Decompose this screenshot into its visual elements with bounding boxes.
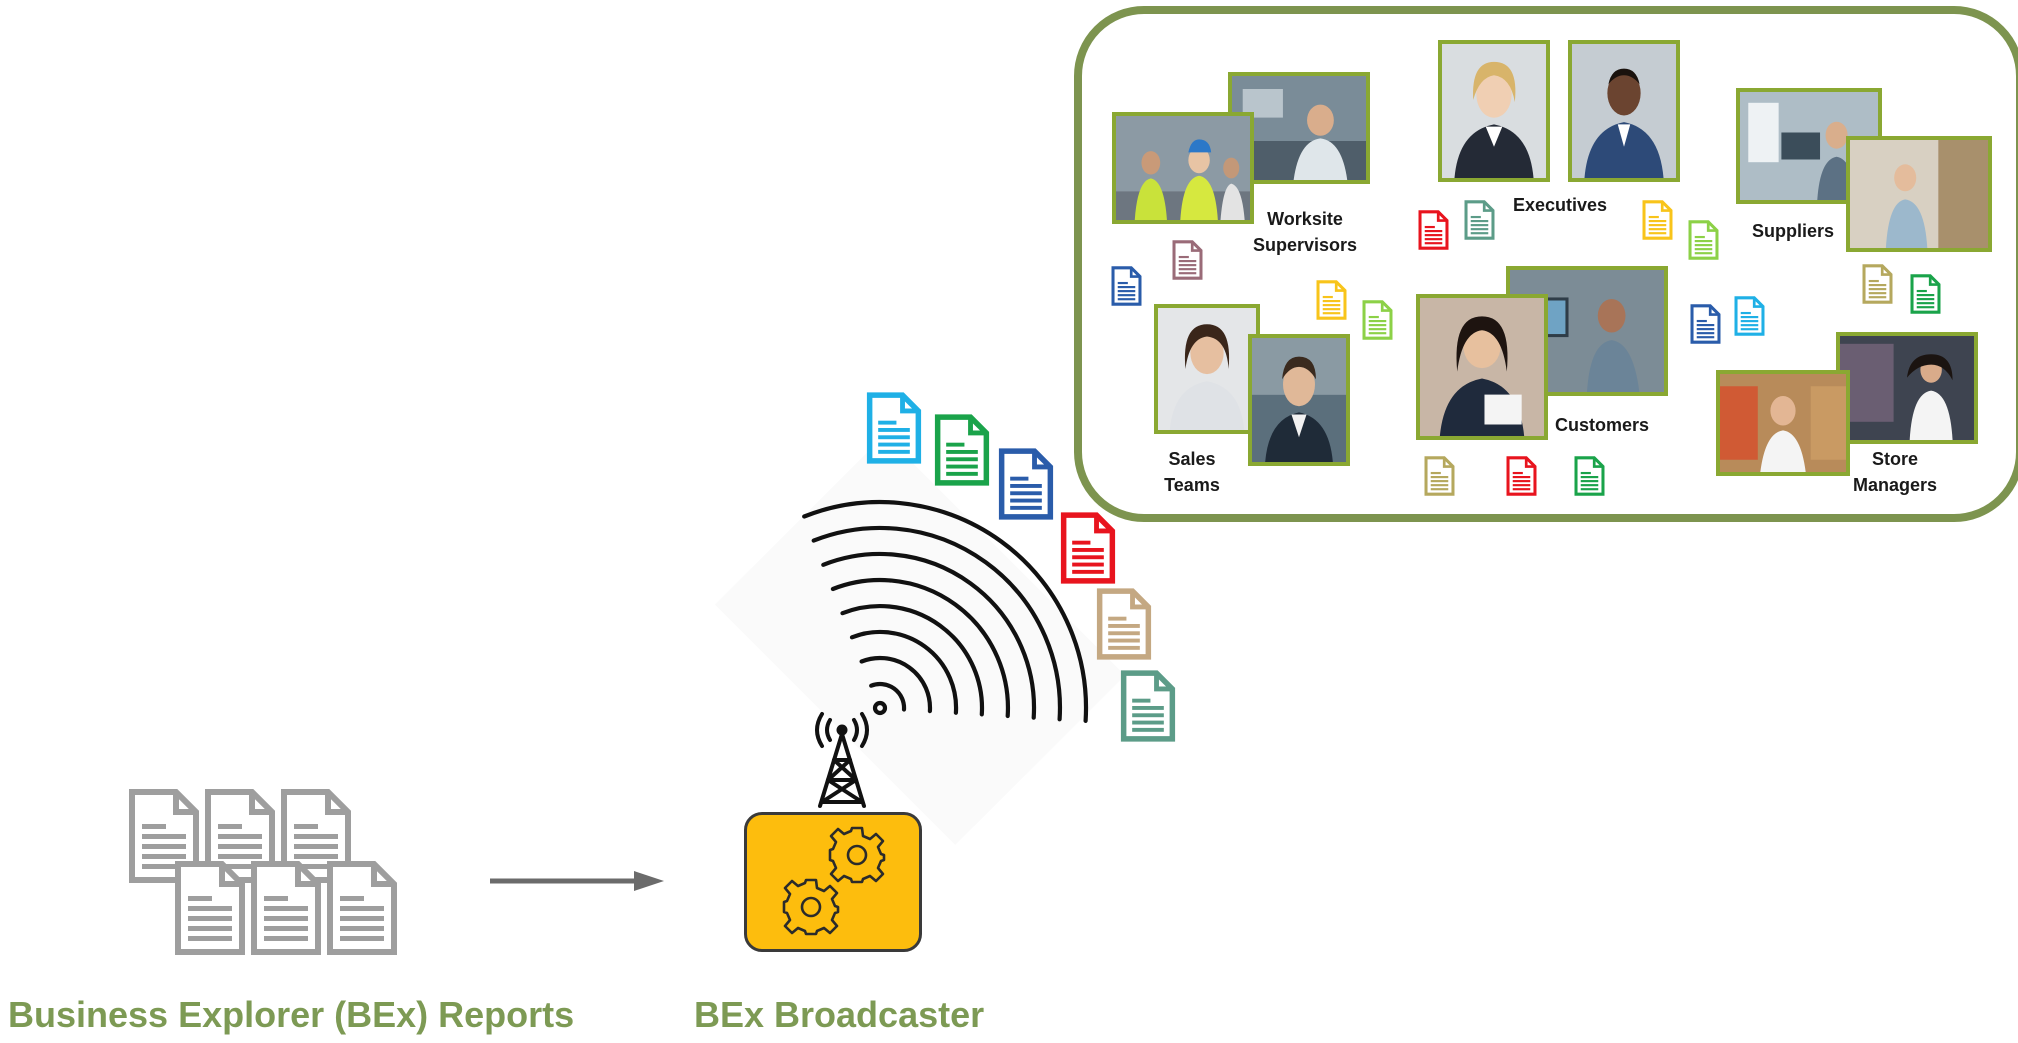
executives-photo-1 bbox=[1438, 40, 1550, 182]
caption-reports: Business Explorer (BEx) Reports bbox=[8, 994, 575, 1035]
doc-icon bbox=[1690, 302, 1721, 346]
doc-icon bbox=[1688, 218, 1719, 262]
recipients-panel bbox=[1074, 6, 2018, 522]
doc-icon bbox=[1418, 208, 1449, 252]
suppliers-photo-back bbox=[1736, 88, 1882, 204]
doc-icon bbox=[1120, 668, 1176, 744]
label-suppliers: Suppliers bbox=[1751, 221, 1835, 241]
doc-icon bbox=[866, 390, 922, 466]
executives-photo-2 bbox=[1568, 40, 1680, 182]
sales-photo-front bbox=[1248, 334, 1350, 466]
broadcast-wave bbox=[821, 551, 1037, 720]
doc-icon bbox=[1506, 454, 1537, 498]
caption-broadcaster: BEx Broadcaster bbox=[694, 994, 985, 1035]
broadcast-wave bbox=[840, 603, 985, 717]
broadcaster-box bbox=[744, 812, 922, 952]
broadcast-wave bbox=[869, 681, 907, 712]
store-photo-front bbox=[1716, 370, 1850, 476]
doc-icon bbox=[998, 446, 1054, 522]
broadcast-wave bbox=[811, 525, 1063, 722]
broadcast-wave bbox=[830, 577, 1011, 719]
doc-icon bbox=[1910, 272, 1941, 316]
doc-icon bbox=[934, 412, 990, 488]
doc-icon bbox=[1316, 278, 1347, 322]
label-sales-teams: Sales Teams bbox=[1164, 449, 1220, 495]
doc-icon bbox=[1734, 294, 1765, 338]
label-worksite-supervisors: Worksite Supervisors bbox=[1252, 209, 1358, 255]
doc-icon bbox=[1642, 198, 1673, 242]
doc-icon bbox=[1096, 586, 1152, 662]
broadcast-wave bbox=[859, 655, 933, 714]
gears-icon bbox=[782, 826, 886, 936]
doc-icon bbox=[1574, 454, 1605, 498]
store-photo-back bbox=[1836, 332, 1978, 444]
doc-icon bbox=[1862, 262, 1893, 306]
doc-icon bbox=[1172, 238, 1203, 282]
doc-icon bbox=[1362, 298, 1393, 342]
document-stack-icon bbox=[126, 788, 406, 960]
sales-photo-back bbox=[1154, 304, 1260, 434]
worksite-photo-front bbox=[1112, 112, 1254, 224]
label-customers: Customers bbox=[1554, 415, 1650, 435]
broadcast-waves-icon bbox=[714, 450, 1126, 846]
doc-icon bbox=[1060, 510, 1116, 586]
label-store-managers: Store Managers bbox=[1852, 449, 1938, 495]
doc-icon bbox=[1424, 454, 1455, 498]
right-arrow-icon bbox=[490, 871, 664, 891]
broadcast-wave bbox=[802, 500, 1089, 723]
suppliers-photo-front bbox=[1846, 136, 1992, 252]
doc-icon bbox=[1464, 198, 1495, 242]
label-executives: Executives bbox=[1512, 195, 1608, 215]
antenna-tower-icon bbox=[815, 712, 869, 808]
doc-icon bbox=[1111, 264, 1142, 308]
broadcast-wave bbox=[849, 629, 959, 715]
customers-photo-front bbox=[1416, 294, 1548, 440]
